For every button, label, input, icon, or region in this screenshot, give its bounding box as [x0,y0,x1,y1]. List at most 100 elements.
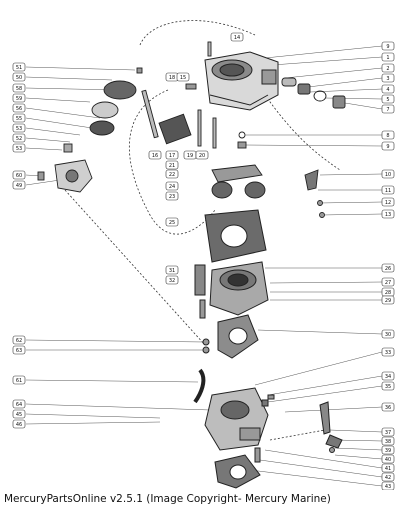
center-callout-number: 20 [199,153,205,159]
center-callout-number: 15 [180,75,186,81]
right-callout-box [381,209,395,219]
center-callout-box [195,150,209,160]
right-callout-box [381,185,395,195]
bottom-gasket [214,454,261,489]
right-callout-box [381,472,395,482]
left-callout-box [12,133,26,143]
flange-gasket [202,314,259,359]
left-callout-number: 45 [16,412,22,418]
center-callout-box [148,150,162,160]
right-callout-number: 11 [385,188,391,194]
right-callout-box [381,169,395,179]
left-callout-box [12,123,26,133]
guide-lines [64,20,341,441]
left-callout-number: 53 [16,146,22,152]
right-callout-box [381,73,395,83]
left-callout-box [12,335,26,345]
left-callout-box [12,409,26,419]
right-callout-number: 9 [386,44,389,50]
right-callout-number: 27 [385,280,391,286]
right-callout-box [381,454,395,464]
right-callout-number: 26 [385,266,391,272]
right-callout-box [381,329,395,339]
left-callout-box [12,399,26,409]
right-callout-number: 35 [385,384,391,390]
left-callout-box [12,170,26,180]
center-callout-number: 24 [169,184,175,190]
right-callout-number: 41 [385,466,391,472]
right-callout-number: 33 [385,350,391,356]
left-callout-box [12,375,26,385]
right-callout-labels: 9123457891011121326272829303334353637383… [381,41,395,490]
right-callout-box [381,463,395,473]
right-callout-box [381,141,395,151]
right-callout-box [381,402,395,412]
left-callout-number: 51 [16,65,22,71]
right-callout-number: 10 [385,172,391,178]
right-callout-number: 12 [385,200,391,206]
left-callout-box [12,103,26,113]
center-callout-box [165,265,179,275]
left-callout-number: 59 [16,96,22,102]
right-callout-number: 30 [385,332,391,338]
right-callout-box [381,130,395,140]
right-callout-number: 4 [386,87,389,93]
right-callout-number: 29 [385,298,391,304]
center-callout-number: 19 [187,153,193,159]
center-callout-box [230,32,244,42]
left-cover-parts [37,67,143,193]
center-callout-number: 25 [169,220,175,226]
center-callout-number: 31 [169,268,175,274]
right-callout-box [381,104,395,114]
left-callout-number: 52 [16,136,22,142]
copyright-caption: MercuryPartsOnline v2.5.1 (Image Copyrig… [4,493,331,505]
center-callout-box [165,275,179,285]
right-callout-box [381,94,395,104]
left-callout-number: 49 [16,183,22,189]
right-callout-box [381,371,395,381]
left-callout-number: 63 [16,348,22,354]
left-callout-number: 50 [16,75,22,81]
left-callout-box [12,113,26,123]
right-callout-number: 36 [385,405,391,411]
center-callout-box [165,181,179,191]
left-callout-box [12,345,26,355]
center-rods [141,41,217,149]
right-callout-box [381,277,395,287]
center-callout-number: 17 [169,153,175,159]
left-callout-number: 55 [16,116,22,122]
left-callout-number: 64 [16,402,22,408]
right-callout-number: 42 [385,475,391,481]
left-callout-number: 60 [16,173,22,179]
right-callout-box [381,52,395,62]
right-callout-number: 8 [386,133,389,139]
left-callout-number: 61 [16,378,22,384]
right-callout-box [381,436,395,446]
right-callout-box [381,41,395,51]
center-callout-number: 23 [169,194,175,200]
left-callout-box [12,72,26,82]
left-callout-box [12,93,26,103]
carburetor-body-middle [194,261,269,319]
center-callout-number: 14 [234,35,240,41]
center-callout-number: 16 [152,153,158,159]
right-callout-box [381,263,395,273]
float-assembly [211,164,325,218]
center-callout-number: 21 [169,163,175,169]
right-callout-number: 1 [386,55,389,61]
center-callout-box [165,169,179,179]
left-callout-box [12,83,26,93]
left-callout-number: 56 [16,106,22,112]
right-callout-number: 28 [385,290,391,296]
top-right-parts [237,77,346,149]
right-callout-number: 38 [385,439,391,445]
fuel-line-tube [193,368,206,404]
right-callout-box [381,481,395,490]
left-callout-box [12,180,26,190]
left-callout-number: 62 [16,338,22,344]
center-callout-number: 18 [169,75,175,81]
right-callout-box [381,84,395,94]
carburetor-body-bottom [204,387,343,463]
